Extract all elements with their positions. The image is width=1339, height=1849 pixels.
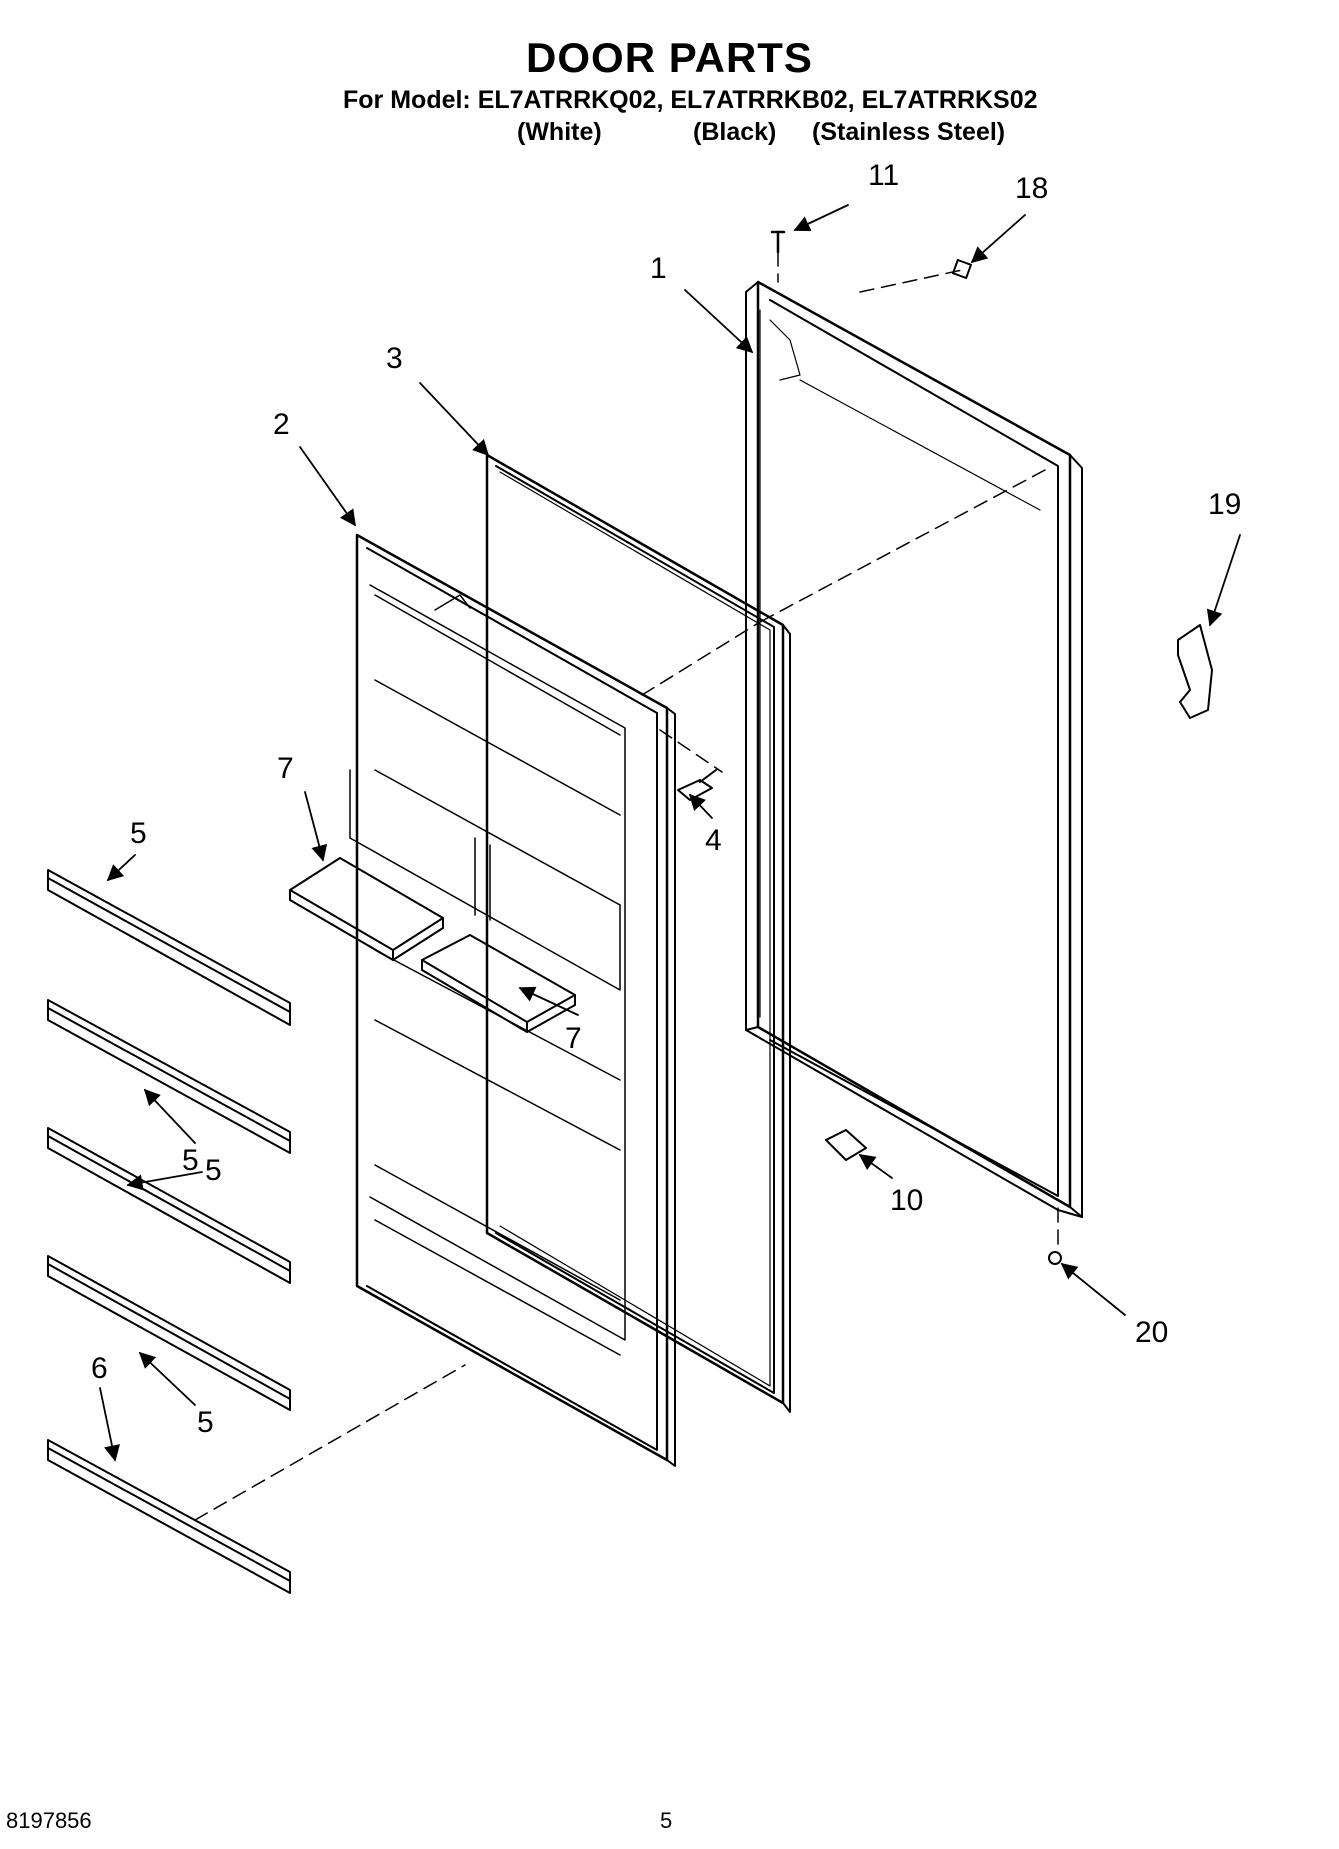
callout-numbers: 11 18 1 3 2 19 7 4 5 7 5 5 10 20 6 5 (91, 159, 1241, 1439)
inner-door-liner (349, 533, 676, 1467)
page-number: 5 (660, 1808, 673, 1833)
variant-black: (Black) (693, 118, 777, 146)
callout-2: 2 (273, 408, 290, 441)
variant-white: (White) (517, 118, 602, 146)
doc-number: 8197856 (6, 1808, 92, 1833)
callout-5-a: 5 (130, 817, 147, 850)
clip-part-18 (952, 259, 972, 279)
door-trim-strips (47, 869, 291, 1594)
callout-5-d: 5 (197, 1406, 214, 1439)
callout-7-upper: 7 (277, 752, 294, 785)
callout-20: 20 (1135, 1316, 1168, 1349)
callout-1: 1 (650, 252, 667, 285)
nut-part-20 (1048, 1251, 1062, 1265)
callout-7-lower: 7 (565, 1022, 582, 1055)
callout-leaders (99, 204, 1241, 1462)
hinge-part-10 (825, 1129, 867, 1161)
handle-part-19 (1177, 624, 1213, 719)
model-line: For Model: EL7ATRRKQ02, EL7ATRRKB02, EL7… (343, 86, 1038, 114)
callout-18: 18 (1015, 172, 1048, 205)
alignment-lines (194, 251, 1059, 1521)
callout-6: 6 (91, 1352, 108, 1385)
outer-door-panel (745, 280, 1083, 1218)
callout-10: 10 (890, 1184, 923, 1217)
callout-3: 3 (386, 342, 403, 375)
callout-5-b: 5 (182, 1144, 199, 1177)
screw-part-11 (770, 230, 786, 254)
callout-19: 19 (1208, 488, 1241, 521)
callout-11: 11 (868, 159, 899, 192)
bracket-part-4 (677, 769, 717, 801)
callout-5-c: 5 (205, 1154, 222, 1187)
page-title: DOOR PARTS (526, 34, 813, 81)
door-shelf-lower (421, 934, 576, 1033)
door-gasket (485, 453, 791, 1413)
callout-4: 4 (705, 824, 722, 857)
door-shelf-upper (289, 857, 444, 961)
variant-stainless: (Stainless Steel) (812, 118, 1006, 146)
